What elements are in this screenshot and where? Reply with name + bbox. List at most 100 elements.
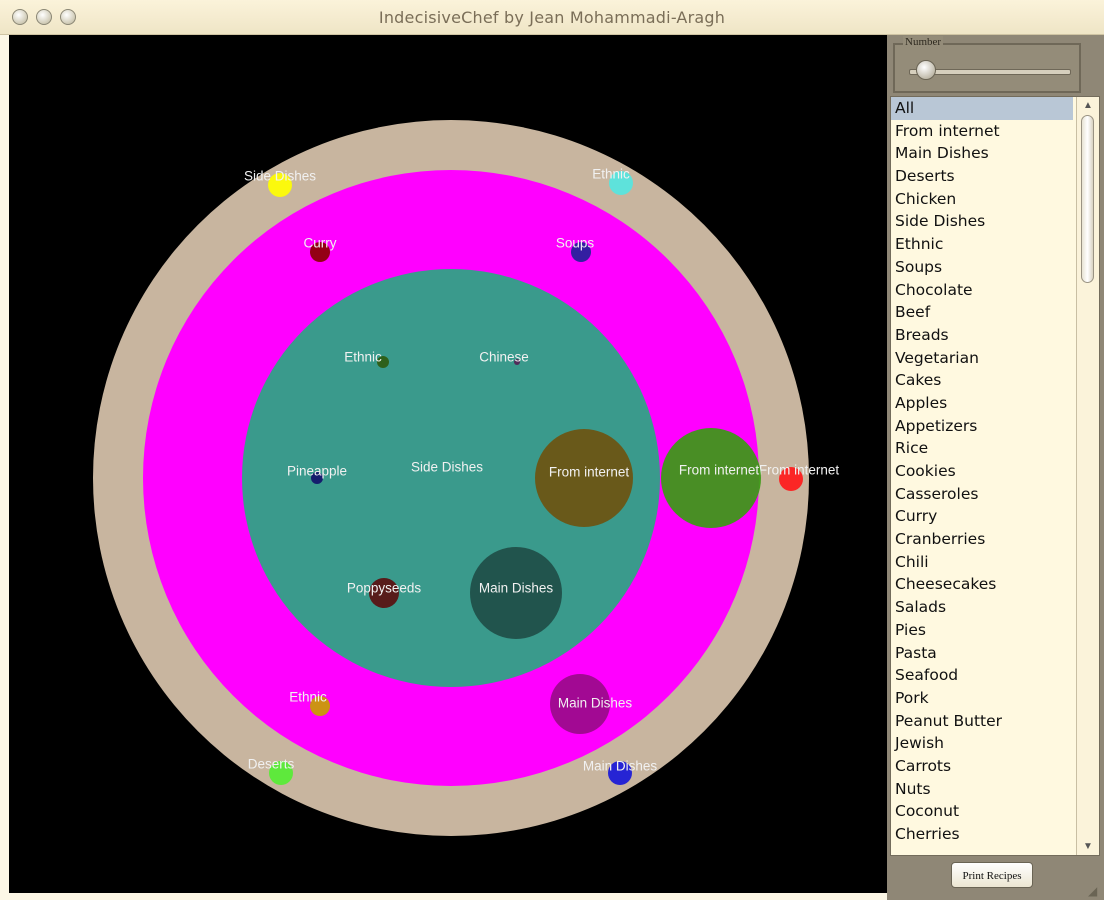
middle-ring-node-circle[interactable] — [550, 674, 610, 734]
category-item[interactable]: Side Dishes — [895, 212, 986, 231]
category-item[interactable]: From internet — [895, 121, 1000, 140]
inner-ring-node-circle[interactable] — [369, 578, 399, 608]
category-item[interactable]: Salads — [895, 598, 947, 617]
middle-ring-node-circle[interactable] — [310, 696, 330, 716]
window-title: IndecisiveChef by Jean Mohammadi-Aragh — [378, 8, 726, 27]
inner-ring-node[interactable]: Main Dishes — [470, 547, 562, 639]
middle-ring-node-label: Ethnic — [289, 690, 327, 705]
inner-ring-node[interactable]: Poppyseeds — [347, 578, 422, 608]
middle-ring-node[interactable]: From internet — [661, 428, 761, 528]
middle-ring-node[interactable]: Curry — [304, 236, 337, 262]
category-item[interactable]: Cranberries — [895, 530, 986, 549]
category-item[interactable]: Chicken — [895, 189, 957, 208]
outer-ring-node-label: Main Dishes — [583, 759, 658, 774]
category-item[interactable]: Nuts — [895, 779, 931, 798]
outer-ring-node[interactable]: Deserts — [248, 757, 295, 785]
inner-ring-node-circle[interactable] — [514, 359, 520, 365]
inner-ring-node-circle[interactable] — [470, 547, 562, 639]
title-bar[interactable]: IndecisiveChef by Jean Mohammadi-Aragh — [0, 0, 1104, 35]
category-item[interactable]: Ethnic — [895, 235, 944, 254]
close-window-button[interactable] — [12, 9, 28, 25]
category-item[interactable]: Carrots — [895, 756, 952, 775]
middle-ring-node-label: Curry — [304, 236, 337, 251]
category-item[interactable]: Peanut Butter — [895, 711, 1003, 730]
category-item[interactable]: Coconut — [895, 802, 960, 821]
middle-ring-node-circle[interactable] — [661, 428, 761, 528]
inner-ring-node-label: Poppyseeds — [347, 581, 422, 596]
outer-ring-node-circle[interactable] — [609, 171, 633, 195]
inner-ring-node-label: Ethnic — [344, 350, 382, 365]
category-item[interactable]: Casseroles — [895, 484, 979, 503]
middle-ring-node[interactable]: Main Dishes — [550, 674, 632, 734]
print-recipes-button[interactable]: Print Recipes — [951, 862, 1033, 888]
category-item[interactable]: Rice — [895, 439, 929, 458]
category-item[interactable]: Soups — [895, 257, 943, 276]
category-item[interactable]: Vegetarian — [895, 348, 979, 367]
middle-ring-node-label: Soups — [556, 236, 595, 251]
outer-ring-node-label: Side Dishes — [244, 169, 316, 184]
category-item[interactable]: Chili — [895, 552, 929, 571]
inner-ring-node[interactable]: From internet — [535, 429, 633, 527]
inner-ring-node-label: From internet — [549, 465, 630, 480]
category-item[interactable]: Main Dishes — [895, 144, 989, 163]
inner-ring-node[interactable]: Ethnic — [344, 350, 389, 368]
inner-ring-node-circle[interactable] — [311, 472, 323, 484]
scroll-up-arrow-icon[interactable]: ▲ — [1083, 100, 1093, 111]
inner-ring-node-label: Pineapple — [287, 464, 347, 479]
category-item[interactable]: Appetizers — [895, 416, 978, 435]
category-item[interactable]: All — [891, 97, 1073, 120]
outer-ring-node-label: Deserts — [248, 757, 295, 772]
middle-ring-node-label: From internet — [679, 463, 760, 478]
category-item[interactable]: Beef — [895, 303, 931, 322]
scrollbar-thumb[interactable] — [1081, 115, 1094, 283]
outer-ring-node[interactable]: Main Dishes — [583, 759, 658, 785]
inner-ring-node[interactable]: Side Dishes — [411, 460, 483, 475]
category-item[interactable]: Apples — [895, 393, 948, 412]
category-item[interactable]: Deserts — [895, 167, 955, 186]
outer-ring-node-label: Ethnic — [592, 167, 630, 182]
slider-track[interactable] — [909, 69, 1071, 75]
list-scrollbar[interactable]: ▲ ▼ — [1076, 97, 1099, 855]
category-item[interactable]: Pies — [895, 620, 926, 639]
category-item[interactable]: Cookies — [895, 462, 956, 480]
category-item[interactable]: Pork — [895, 688, 929, 707]
category-item[interactable]: Curry — [895, 507, 938, 526]
inner-ring-node-circle[interactable] — [377, 356, 389, 368]
outer-ring-node[interactable]: Ethnic — [592, 167, 633, 195]
scroll-down-arrow-icon[interactable]: ▼ — [1083, 841, 1093, 852]
category-item[interactable]: Seafood — [895, 666, 959, 685]
category-item[interactable]: Chocolate — [895, 280, 973, 299]
outer-ring-node[interactable]: From internet — [759, 463, 840, 491]
category-item[interactable]: Cakes — [895, 371, 942, 390]
category-item[interactable]: Cherries — [895, 825, 960, 843]
minimize-window-button[interactable] — [36, 9, 52, 25]
number-slider-panel: Number — [893, 36, 1081, 93]
slider-knob[interactable] — [916, 60, 936, 80]
middle-ring-node[interactable]: Ethnic — [289, 690, 330, 716]
outer-ring-node[interactable]: Side Dishes — [244, 169, 316, 197]
zoom-window-button[interactable] — [60, 9, 76, 25]
middle-ring-node-label: Main Dishes — [558, 696, 633, 711]
inner-ring-node[interactable]: Pineapple — [287, 464, 347, 484]
middle-ring-node-circle[interactable] — [310, 242, 330, 262]
category-item[interactable]: Pasta — [895, 643, 937, 662]
middle-ring-node[interactable]: Soups — [556, 236, 595, 262]
category-item[interactable]: Jewish — [895, 734, 944, 753]
inner-ring-node-label: Chinese — [479, 350, 529, 365]
outer-ring-node-circle[interactable] — [779, 467, 803, 491]
inner-ring-node-circle[interactable] — [535, 429, 633, 527]
category-item[interactable]: Cheesecakes — [895, 575, 997, 594]
resize-grip-icon[interactable]: ◢ — [1088, 884, 1098, 898]
inner-ring-node[interactable]: Chinese — [479, 350, 529, 365]
outer-ring-node-circle[interactable] — [268, 173, 292, 197]
category-item[interactable]: Breads — [895, 325, 949, 344]
outer-ring-node-circle[interactable] — [269, 761, 293, 785]
outer-ring-node-circle[interactable] — [608, 761, 632, 785]
middle-ring-node-circle[interactable] — [571, 242, 591, 262]
